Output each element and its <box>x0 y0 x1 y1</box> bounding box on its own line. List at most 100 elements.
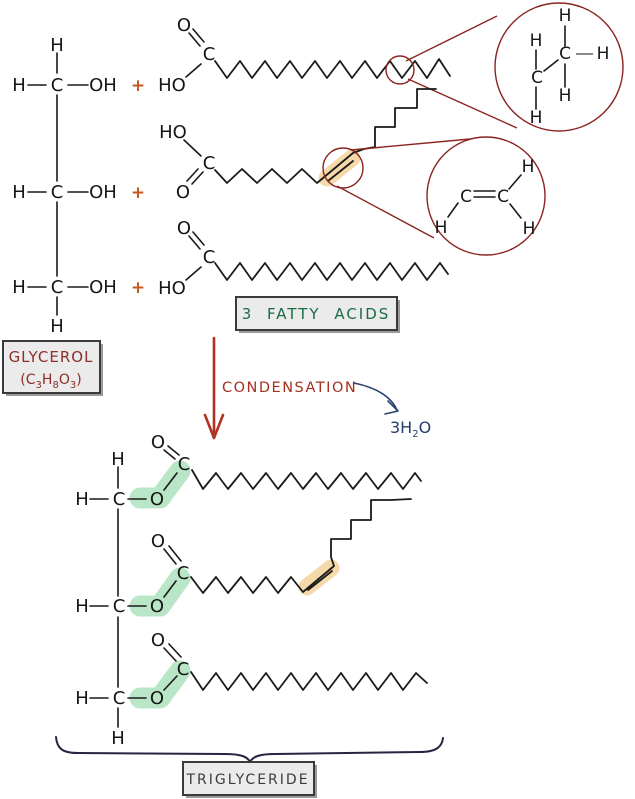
atom-o: O <box>150 688 164 709</box>
triglyceride-label: TRIGLYCERIDE <box>185 772 309 788</box>
plus-sign: + <box>131 76 145 96</box>
atom-h: H <box>435 218 448 238</box>
atom-h: H <box>530 108 543 128</box>
formula-part: H <box>42 372 53 388</box>
water-arrowhead <box>384 400 399 415</box>
atom-c: C <box>460 187 472 207</box>
label-box <box>182 761 315 796</box>
condensation-arrowhead <box>203 413 225 440</box>
double-bond-c-o <box>188 28 205 47</box>
bond-ho-c <box>183 139 202 157</box>
glycerol-label-box: GLYCEROL (C3H8O3) <box>2 340 103 396</box>
atom-h: H <box>12 182 26 203</box>
magnifier-large-circle <box>426 136 546 256</box>
atom-c: C <box>497 187 509 207</box>
formula-part: O <box>59 372 70 388</box>
hydrocarbon-chain-kinked <box>214 88 437 184</box>
atom-o: O <box>177 218 191 239</box>
label-box <box>2 340 101 394</box>
atom-h: H <box>75 596 89 617</box>
atom-oh: OH <box>89 75 117 96</box>
atom-c: C <box>177 659 190 680</box>
atom-oh: OH <box>89 277 117 298</box>
plus-sign: + <box>131 183 145 203</box>
water-part: O <box>419 418 432 437</box>
bond-ho-c <box>185 266 202 281</box>
magnifier-saturated: C H H C H H H <box>385 2 624 132</box>
glycerol-formula: (C3H8O3) <box>20 372 81 391</box>
atom-c: C <box>203 44 216 65</box>
atom-o: O <box>177 15 191 36</box>
atom-c: C <box>51 75 64 96</box>
detail-bonds <box>535 25 566 110</box>
double-bond-c-o <box>186 168 204 185</box>
atom-c: C <box>203 153 216 174</box>
atom-h: H <box>50 35 64 56</box>
atom-h: H <box>559 6 572 26</box>
double-bond-c-o <box>188 231 205 250</box>
glycerol-bonds <box>27 52 89 316</box>
atom-c: C <box>177 563 190 584</box>
magnifier-small-circle <box>385 55 415 85</box>
atom-h: H <box>523 219 536 239</box>
chain-1 <box>191 469 422 490</box>
water-arrow <box>353 382 398 411</box>
fatty-acids-label: 3 FATTY ACIDS <box>242 305 391 323</box>
reaction-annotations: CONDENSATION 3H2O <box>203 336 432 440</box>
formula-subscript: 3 <box>70 380 76 391</box>
atom-ho: HO <box>158 75 186 96</box>
ester-bonds <box>163 472 178 691</box>
fatty-acids-label-box: 3 FATTY ACIDS <box>235 296 400 333</box>
magnifier-small-circle <box>322 147 364 189</box>
atom-o: O <box>151 432 165 453</box>
atom-o: O <box>176 182 190 203</box>
hydrocarbon-chain <box>214 262 449 281</box>
atom-c: C <box>178 454 191 475</box>
atom-c: C <box>51 277 64 298</box>
atom-h: H <box>50 316 64 337</box>
magnifier-tangent-lines <box>405 15 518 129</box>
atom-c: C <box>203 247 216 268</box>
atom-c: C <box>559 44 571 64</box>
atom-h: H <box>530 31 543 51</box>
bond-ho-c <box>185 63 202 78</box>
atom-c: C <box>113 688 126 709</box>
fatty-acid-2: HO C O <box>159 88 437 203</box>
water-part: 3H <box>390 418 412 437</box>
chain-2-kinked <box>190 498 412 594</box>
atom-c: C <box>51 182 64 203</box>
fatty-acid-3: O C HO <box>158 218 449 299</box>
atom-ho: HO <box>159 122 187 143</box>
atom-c: C <box>531 68 543 88</box>
glycerol-label: GLYCEROL <box>9 348 94 366</box>
atom-h: H <box>597 44 610 64</box>
atom-oh: OH <box>89 182 117 203</box>
backbone-bonds <box>89 466 147 728</box>
cis-double-bond-line <box>307 570 333 591</box>
atom-c: C <box>113 596 126 617</box>
atom-o: O <box>151 531 165 552</box>
triglyceride-structure: H H C O C O H C O C O H C O C O H <box>75 432 428 749</box>
water-subscript: 2 <box>412 429 418 440</box>
chain-3 <box>190 671 428 691</box>
atom-h: H <box>522 157 535 177</box>
detail-bonds <box>447 174 522 219</box>
plus-signs: + + + <box>131 76 145 298</box>
atom-h: H <box>75 688 89 709</box>
atom-h: H <box>111 449 125 470</box>
condensation-label: CONDENSATION <box>222 380 357 396</box>
formula-subscript: 8 <box>52 380 58 391</box>
atom-o: O <box>150 596 164 617</box>
atom-h: H <box>12 277 26 298</box>
atom-c: C <box>113 489 126 510</box>
triglyceride-label-box: TRIGLYCERIDE <box>182 761 317 798</box>
atom-h: H <box>111 728 125 749</box>
formula-subscript: 3 <box>36 380 42 391</box>
magnifier-large-circle <box>494 2 624 132</box>
plus-sign: + <box>131 278 145 298</box>
atom-h: H <box>12 75 26 96</box>
carbonyl-double-bonds <box>163 445 182 662</box>
magnifier-tangent-lines <box>336 138 471 239</box>
